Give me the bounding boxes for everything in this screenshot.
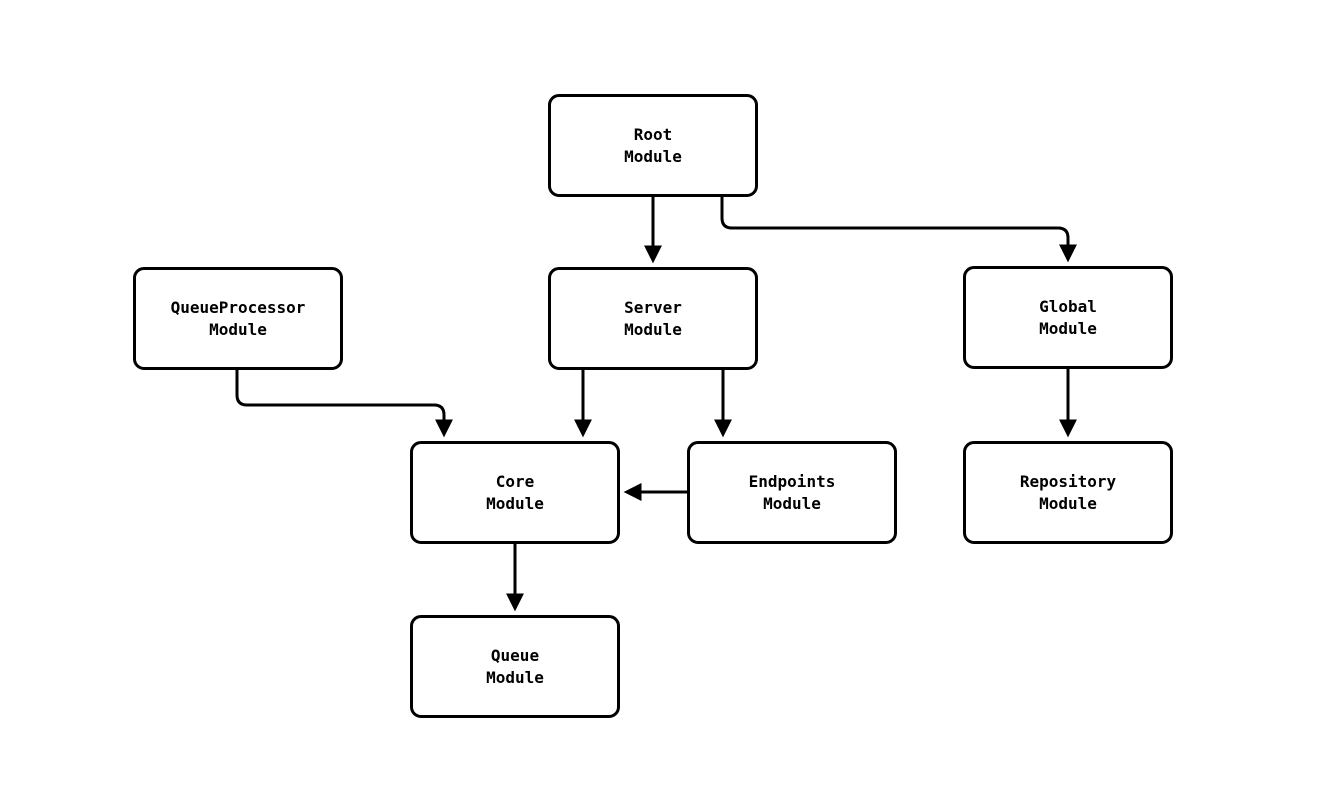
node-endpoints-label-line1: Endpoints — [748, 471, 836, 491]
node-repository-label-line1: Repository — [1019, 471, 1117, 491]
node-root-label-line2: Module — [624, 146, 682, 166]
node-root-label-line1: Root — [633, 124, 673, 144]
node-queue-label-line2: Module — [486, 667, 544, 687]
node-queueprocessor-label-line1: QueueProcessor — [170, 297, 306, 317]
edge-paths — [235, 197, 1077, 612]
node-server-label-line2: Module — [624, 319, 682, 339]
edge-root-to-global — [720, 197, 1077, 263]
node-server-label-line1: Server — [624, 297, 682, 317]
node-queue-label-line1: Queue — [490, 645, 540, 665]
node-global-label-line2: Module — [1039, 318, 1097, 338]
node-core-label-line2: Module — [486, 493, 544, 513]
edge-queueprocessor-to-core — [235, 370, 453, 438]
node-core-label-line1: Core — [495, 471, 535, 491]
node-global-label-line1: Global — [1039, 296, 1097, 316]
node-endpoints-label-line2: Module — [763, 493, 821, 513]
node-repository-label-line2: Module — [1039, 493, 1097, 513]
node-queueprocessor-label-line2: Module — [209, 319, 267, 339]
